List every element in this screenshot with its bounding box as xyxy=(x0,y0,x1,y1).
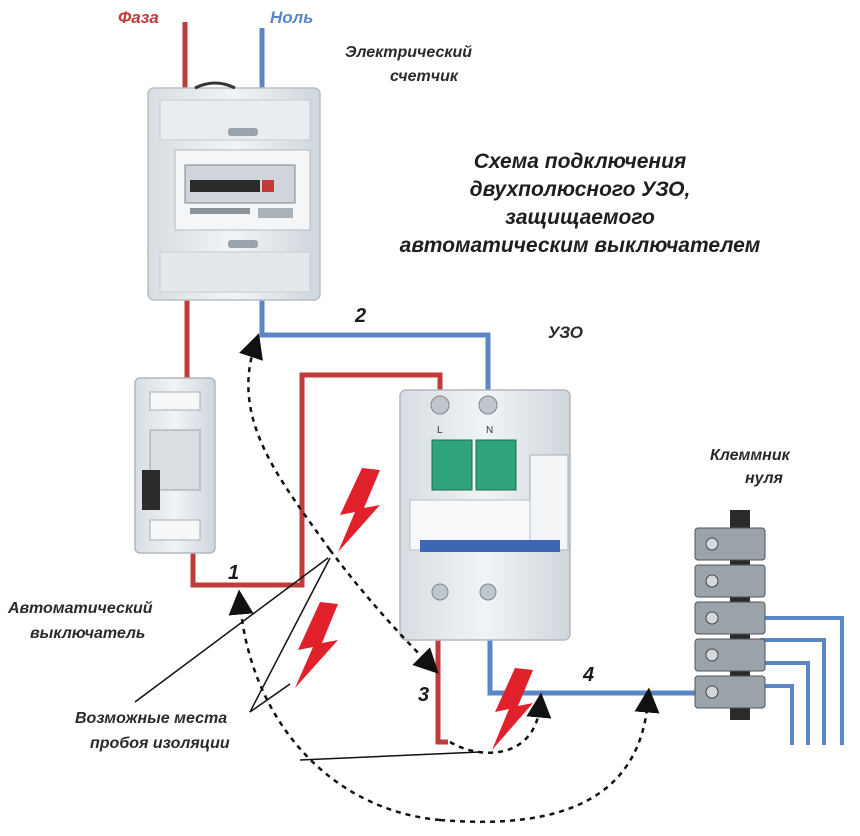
circuit-breaker xyxy=(134,377,216,554)
terminal-label-line2: нуля xyxy=(745,470,783,487)
terminal-out-2 xyxy=(760,638,826,745)
leak-path-lower-right xyxy=(439,687,660,824)
fault-callout-line-1 xyxy=(249,557,331,713)
wire-number-2: 2 xyxy=(355,305,367,327)
rcd-terminal-n: N xyxy=(486,425,493,436)
leak-path-lower-left xyxy=(228,589,441,822)
fault-bolt-icon-2 xyxy=(295,602,338,688)
fault-bolt-icon-1 xyxy=(338,468,380,552)
neutral-wire-4 xyxy=(487,640,700,696)
meter-label-line2: счетчик xyxy=(390,68,458,85)
phase-wire-1 xyxy=(190,372,443,588)
neutral-terminal-block xyxy=(694,510,766,720)
wire-number-1: 1 xyxy=(228,562,240,584)
title-line-4: автоматическим выключателем xyxy=(399,234,761,257)
title-line-1: Схема подключения xyxy=(473,150,687,173)
leak-path-upper xyxy=(239,333,332,551)
breaker-callout-line xyxy=(134,557,329,703)
fault-callout-line-3 xyxy=(299,751,481,761)
rcd-device: L N xyxy=(399,389,571,641)
neutral-label: Ноль xyxy=(270,8,314,27)
breaker-label-line2: выключатель xyxy=(30,625,146,642)
title-line-2: двухполюсного УЗО, xyxy=(469,178,691,201)
diagram-title: Схема подключения двухполюсного УЗО, защ… xyxy=(330,148,830,260)
phase-wire-3 xyxy=(435,640,448,745)
fault-label-line2: пробоя изоляции xyxy=(90,735,230,752)
fault-label-line1: Возможные места xyxy=(75,710,228,727)
fault-callout-line-2 xyxy=(249,683,291,713)
terminal-label-line1: Клеммник xyxy=(710,447,790,464)
rcd-label: УЗО xyxy=(548,323,584,342)
phase-label: Фаза xyxy=(118,8,159,27)
neutral-wire-2 xyxy=(259,300,491,400)
terminal-out-3 xyxy=(760,661,810,745)
fault-bolt-icon-3 xyxy=(492,668,533,750)
wire-number-4: 4 xyxy=(583,664,595,686)
title-line-3: защищаемого xyxy=(505,206,655,229)
electric-meter xyxy=(147,81,321,301)
terminal-out-4 xyxy=(760,684,794,745)
leak-path-local xyxy=(449,692,552,754)
rcd-terminal-l: L xyxy=(437,425,443,436)
breaker-label-line1: Автоматический xyxy=(8,600,153,617)
wire-number-3: 3 xyxy=(418,684,430,706)
meter-label-line1: Электрический xyxy=(345,44,472,61)
terminal-out-1 xyxy=(760,616,844,745)
